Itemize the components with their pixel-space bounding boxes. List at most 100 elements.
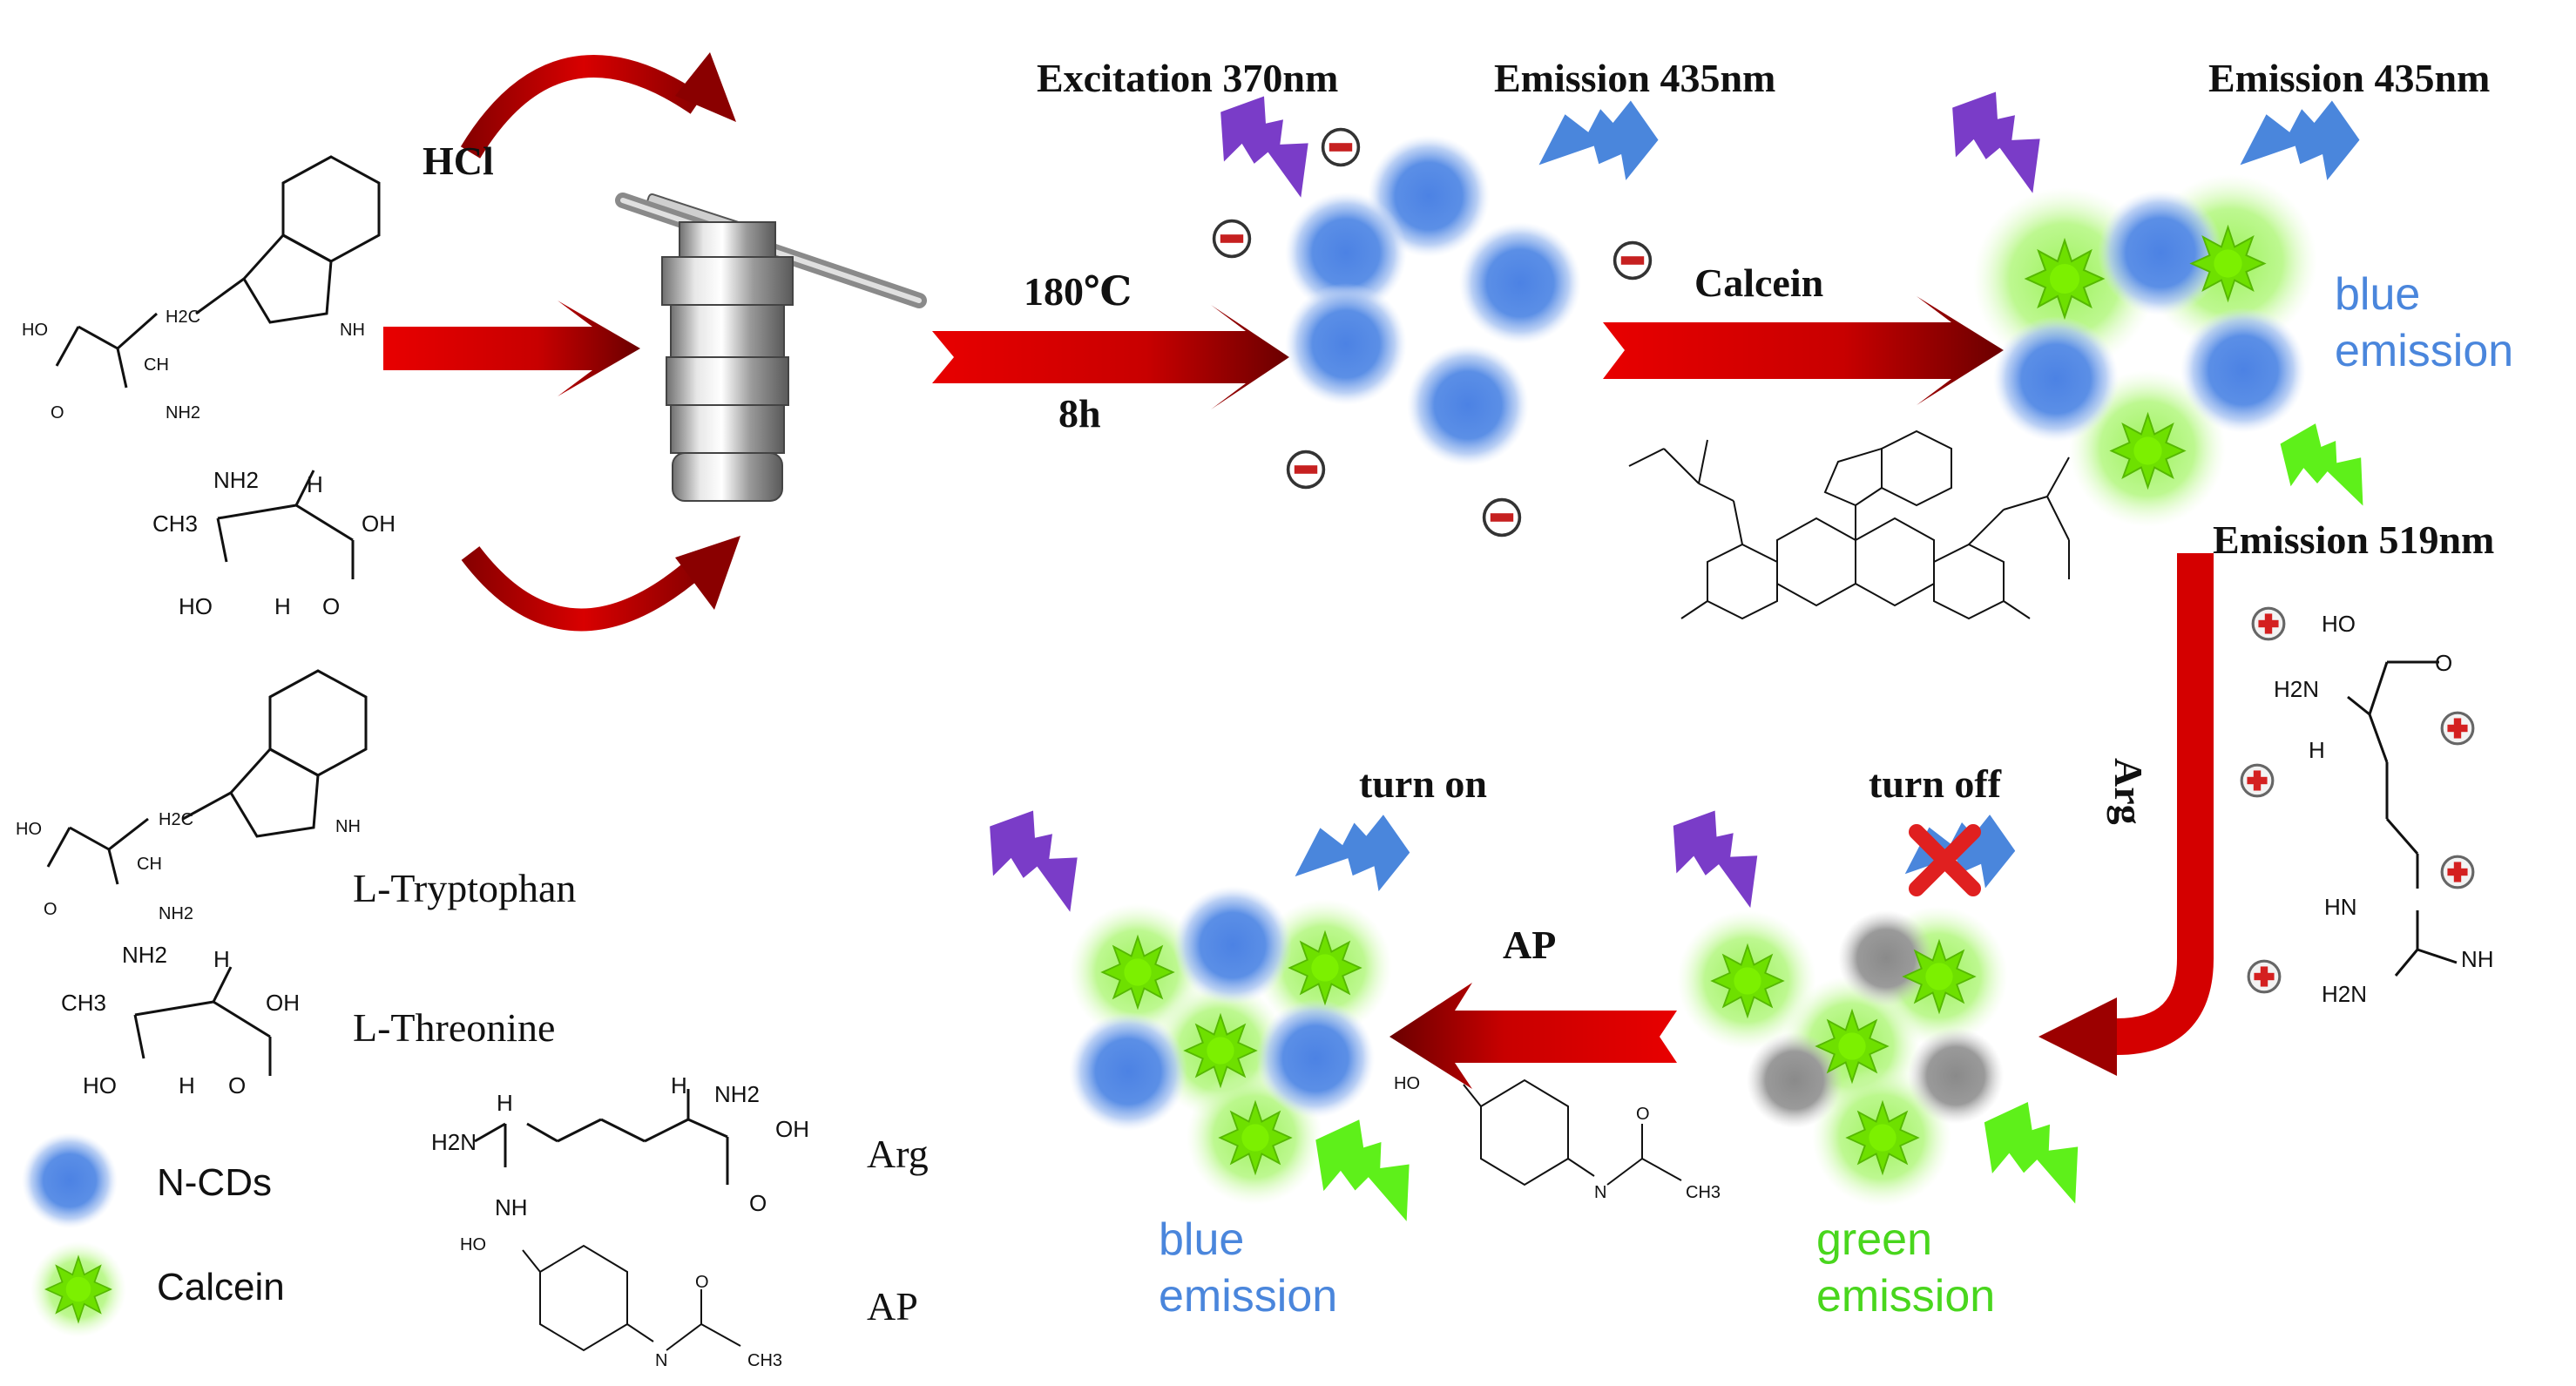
atom-ho: HO <box>179 593 213 619</box>
atom-oh: OH <box>775 1116 809 1142</box>
atom-ho: HO <box>22 321 48 340</box>
lightning-bolt-icon <box>1934 78 2066 193</box>
bottom-blue-emission-line1: blue <box>1159 1214 1244 1265</box>
atom-h: H <box>179 1072 195 1099</box>
atom-h2n: H2N <box>2274 676 2319 702</box>
ncd-dot <box>1285 192 1407 314</box>
arrow-reactants-to-reactor <box>383 301 640 396</box>
legend-ncd-swatch <box>22 1132 118 1228</box>
green-emission-line2: emission <box>1816 1271 1995 1322</box>
atom-nh2: NH2 <box>159 904 193 923</box>
atom-nh: NH <box>495 1194 528 1220</box>
arrow-ap-left <box>1389 983 1677 1089</box>
arrow-reactor-to-ncds <box>932 305 1289 409</box>
minus-circle-icon <box>1286 450 1326 490</box>
top-blue-emission-line2: emission <box>2335 326 2513 376</box>
curved-arrow-bottom <box>461 536 740 632</box>
legend-label-ap: AP <box>867 1284 918 1329</box>
atom-h2c: H2C <box>166 308 200 327</box>
bottom-blue-emission-line2: emission <box>1159 1271 1337 1322</box>
atom-nh: NH <box>340 321 365 340</box>
atom-nh2: NH2 <box>714 1081 760 1107</box>
label-emission-435-b: Emission 435nm <box>2208 56 2490 100</box>
atom-ho: HO <box>1394 1074 1420 1093</box>
atom-oh: OH <box>362 510 396 537</box>
atom-n: N <box>1594 1183 1606 1202</box>
atom-h: H <box>497 1090 513 1116</box>
legend-threonine-structure <box>133 966 272 1076</box>
plus-circle-icon <box>2440 855 2475 889</box>
atom-hn: HN <box>2324 894 2357 920</box>
ap-structure-middle <box>1463 1078 1682 1187</box>
ncd-dot <box>2098 190 2223 315</box>
quenched-ncd-dot <box>1838 910 1934 1006</box>
minus-circle-icon <box>1613 240 1653 281</box>
green-emission-line1: green <box>1816 1214 1932 1265</box>
label-excitation: Excitation 370nm <box>1037 56 1338 100</box>
atom-nh2: NH2 <box>122 942 167 968</box>
atom-n: N <box>655 1351 667 1370</box>
arginine-structure-right <box>2347 660 2458 977</box>
reactant-threonine-structure <box>216 470 355 579</box>
legend-arg-structure <box>474 1089 729 1185</box>
ncd-dot <box>1407 344 1529 466</box>
atom-h: H <box>671 1072 687 1099</box>
atom-h: H <box>274 593 291 619</box>
label-calcein: Calcein <box>1694 260 1823 305</box>
ncd-dot <box>1459 222 1581 344</box>
legend-tryptophan-structure <box>46 669 368 885</box>
lightning-bolt-icon <box>1538 86 1665 185</box>
top-blue-emission-line1: blue <box>2335 269 2420 320</box>
arrow-arg-down <box>2038 553 2214 1076</box>
lightning-bolt-icon <box>1655 797 1782 909</box>
plus-circle-icon <box>2247 959 2282 994</box>
lightning-bolt-icon <box>2270 416 2381 506</box>
atom-o: O <box>322 593 340 619</box>
atom-ho: HO <box>16 820 42 839</box>
label-emission-519: Emission 519nm <box>2213 517 2494 562</box>
atom-o: O <box>228 1072 246 1099</box>
ncd-dot <box>2180 308 2306 433</box>
lightning-bolt-icon <box>971 796 1103 912</box>
atom-oh: OH <box>266 990 300 1016</box>
label-hcl: HCl <box>423 139 494 183</box>
atom-ch3: CH3 <box>152 510 198 537</box>
atom-ch3: CH3 <box>1686 1183 1721 1202</box>
minus-circle-icon <box>1482 497 1522 537</box>
atom-ch: CH <box>137 855 162 874</box>
atom-nh: NH <box>335 817 361 836</box>
legend-label-arg: Arg <box>867 1132 929 1176</box>
autoclave-icon <box>615 193 927 502</box>
ncd-dot <box>1069 1012 1187 1131</box>
atom-h: H <box>307 471 323 497</box>
atom-ch: CH <box>144 355 169 375</box>
ncd-dot <box>1256 999 1375 1118</box>
atom-h2n: H2N <box>2322 981 2367 1007</box>
atom-ho: HO <box>83 1072 117 1099</box>
ncds-cluster <box>1285 135 1581 466</box>
label-emission-435-a: Emission 435nm <box>1494 56 1775 100</box>
calcein-structure <box>1628 429 2070 620</box>
atom-o: O <box>1636 1105 1650 1124</box>
legend-ap-structure <box>522 1244 741 1352</box>
label-time: 8h <box>1058 391 1101 436</box>
atom-nh: NH <box>2461 946 2494 972</box>
atom-nh2: NH2 <box>213 467 259 493</box>
restored-mixture <box>1069 886 1392 1205</box>
label-turn-off: turn off <box>1869 761 2002 806</box>
atom-o: O <box>44 900 57 919</box>
legend-label-ncds: N-CDs <box>157 1161 272 1204</box>
atom-o: O <box>695 1273 709 1292</box>
ncds-calcein-mixture <box>1973 174 2317 527</box>
atom-ch3: CH3 <box>61 990 106 1016</box>
lightning-bolt-icon <box>1295 801 1416 896</box>
legend-label-calcein: Calcein <box>157 1266 285 1308</box>
atom-ho: HO <box>2322 611 2356 637</box>
legend-label-threonine: L-Threonine <box>353 1005 555 1050</box>
label-temperature: 180℃ <box>1024 269 1132 314</box>
red-cross-icon <box>1909 824 1981 896</box>
atom-h2n: H2N <box>431 1129 477 1155</box>
ncd-dot <box>1173 886 1292 1004</box>
